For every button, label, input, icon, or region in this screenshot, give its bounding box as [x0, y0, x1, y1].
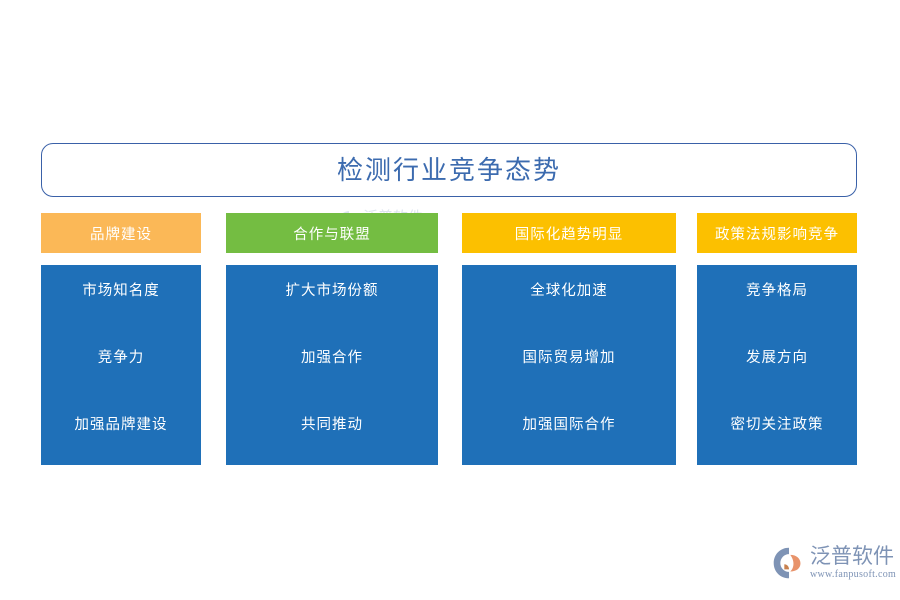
column-item-2-1: 国际贸易增加	[522, 350, 616, 366]
column-body-3: 竞争格局 发展方向 密切关注政策	[697, 265, 857, 465]
column-header-2: 国际化趋势明显	[462, 213, 676, 253]
column-header-3: 政策法规影响竞争	[697, 213, 857, 253]
column-header-label-0: 品牌建设	[90, 226, 152, 243]
column-item-1-1: 加强合作	[301, 350, 363, 366]
fanpu-logo-icon	[773, 547, 801, 579]
column-item-2-2: 加强国际合作	[522, 417, 616, 433]
brand-logo: 泛普软件 www.fanpusoft.com	[772, 538, 896, 588]
page-title: 检测行业竞争态势	[336, 155, 561, 185]
column-item-0-0: 市场知名度	[82, 283, 160, 299]
column-item-3-2: 密切关注政策	[730, 417, 824, 433]
column-header-label-2: 国际化趋势明显	[514, 226, 624, 243]
column-body-0: 市场知名度 竞争力 加强品牌建设	[41, 265, 201, 465]
slide-title-box: 检测行业竞争态势	[41, 143, 857, 197]
column-item-2-0: 全球化加速	[530, 283, 608, 299]
column-item-1-0: 扩大市场份额	[285, 283, 379, 299]
logo-text-group: 泛普软件 www.fanpusoft.com	[810, 546, 896, 580]
column-item-3-1: 发展方向	[746, 350, 808, 366]
column-body-2: 全球化加速 国际贸易增加 加强国际合作	[462, 265, 676, 465]
column-item-3-0: 竞争格局	[746, 283, 808, 299]
column-item-1-2: 共同推动	[301, 417, 363, 433]
column-header-1: 合作与联盟	[226, 213, 438, 253]
column-header-label-3: 政策法规影响竞争	[715, 226, 839, 243]
column-item-0-1: 竞争力	[97, 350, 145, 366]
logo-url: www.fanpusoft.com	[810, 569, 897, 580]
column-body-1: 扩大市场份额 加强合作 共同推动	[226, 265, 438, 465]
column-header-0: 品牌建设	[41, 213, 201, 253]
column-header-label-1: 合作与联盟	[293, 226, 371, 243]
logo-brand-cn: 泛普软件	[810, 545, 894, 568]
column-item-0-2: 加强品牌建设	[74, 417, 168, 433]
